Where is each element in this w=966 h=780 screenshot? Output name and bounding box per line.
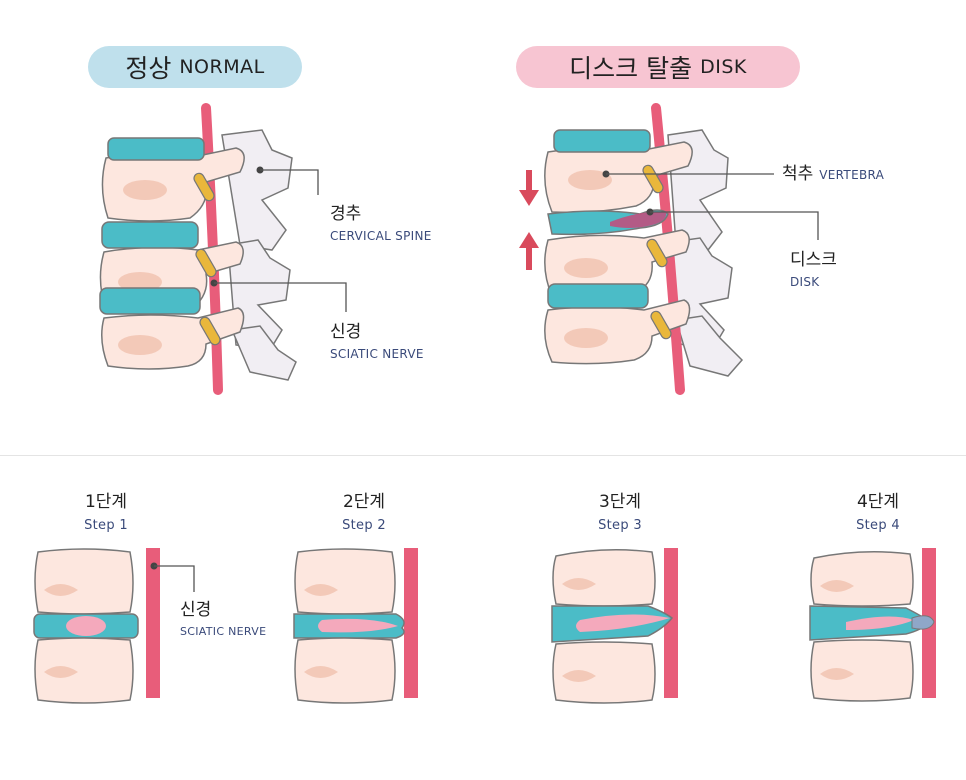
step-4-en: Step 4: [856, 518, 900, 533]
stage-vertebra-shade: [562, 670, 596, 682]
disk-leader-line: [650, 211, 819, 240]
stage-vertebra-shade: [820, 668, 854, 680]
stage-nerve-label: 신경 SCIATIC NERVE: [180, 600, 266, 639]
cervical-label-ko: 경추: [330, 204, 362, 224]
vertebra-label: 척추 VERTEBRA: [782, 164, 884, 185]
stage-nerve: [146, 548, 160, 698]
step-2-en: Step 2: [342, 518, 386, 533]
disk-title-ko: 디스크 탈출: [569, 54, 693, 83]
step-3-heading: 3단계 Step 3: [560, 487, 680, 533]
normal-spine: [99, 103, 347, 395]
disk-vertebra-shade: [564, 328, 608, 348]
normal-disc: [101, 221, 199, 249]
nerve-label-en: SCIATIC NERVE: [330, 347, 424, 362]
stage-lower-vertebra: [294, 637, 396, 704]
disk-facet-joint: [650, 310, 672, 340]
normal-facet-joint: [199, 316, 221, 346]
nerve-label: 신경 SCIATIC NERVE: [330, 322, 424, 362]
stage-nerve: [404, 548, 418, 698]
cervical-label-en: CERVICAL SPINE: [330, 229, 432, 244]
normal-vertebra-shade: [118, 335, 162, 355]
stage-lower-vertebra: [810, 639, 914, 702]
disk-spinous-process: [675, 315, 744, 377]
disk-vertebra-shade: [564, 258, 608, 278]
step-4-ko: 4단계: [856, 492, 900, 512]
stage-upper-vertebra: [810, 551, 914, 607]
stage-nerve: [664, 548, 678, 698]
step-1-ko: 1단계: [84, 492, 128, 512]
stage-nucleus: [576, 614, 670, 632]
normal-title-en: NORMAL: [179, 56, 265, 78]
normal-facet-joint: [193, 172, 215, 202]
disk-spine: [519, 103, 819, 395]
disk-vertebra-shade: [568, 170, 612, 190]
step-1-heading: 1단계 Step 1: [46, 487, 166, 533]
step-2-ko: 2단계: [342, 492, 386, 512]
stage-vertebra-shade: [304, 666, 338, 678]
normal-spinous-process: [230, 325, 297, 381]
nerve-leader-line: [214, 282, 347, 312]
normal-vertebra-shade: [123, 180, 167, 200]
stage-vertebra-shade: [820, 580, 854, 592]
step-3-en: Step 3: [598, 518, 642, 533]
section-divider: [0, 455, 966, 456]
normal-disc: [99, 287, 201, 315]
stage-upper-vertebra: [294, 548, 396, 615]
normal-vertebra: [101, 307, 245, 370]
disk-label-en: DISK: [790, 275, 820, 290]
normal-vertebra-shade: [118, 272, 162, 292]
disk-facet-joint: [642, 164, 664, 194]
disk-facet-joint: [646, 238, 668, 268]
step-2-heading: 2단계 Step 2: [304, 487, 424, 533]
compression-arrow-down-icon: [519, 170, 539, 206]
stage-nucleus: [846, 616, 914, 630]
stage-vertebra-shade: [562, 578, 596, 590]
normal-title-ko: 정상: [125, 54, 172, 83]
cervical-label: 경추 CERVICAL SPINE: [330, 204, 432, 244]
step-4-heading: 4단계 Step 4: [818, 487, 938, 533]
normal-title-pill: 정상 NORMAL: [88, 46, 302, 88]
normal-disc: [107, 137, 205, 161]
stage-1-illustration: [33, 548, 195, 704]
step-1-en: Step 1: [84, 518, 128, 533]
step-3-ko: 3단계: [598, 492, 642, 512]
compression-arrow-up-icon: [519, 232, 539, 270]
stage-2-illustration: [293, 548, 418, 704]
nerve-label-ko: 신경: [330, 322, 362, 342]
stage-nerve-leader-line: [154, 565, 195, 592]
cervical-leader-line: [260, 169, 319, 195]
stage-vertebra-shade: [44, 584, 78, 596]
stage-lower-vertebra: [552, 641, 656, 704]
disk-title-pill: 디스크 탈출 DISK: [516, 46, 800, 88]
disk-disc: [547, 283, 649, 309]
stage-upper-vertebra: [34, 548, 134, 615]
disk-disc: [553, 129, 651, 153]
stage-extrusion: [911, 615, 935, 630]
stage-vertebra-shade: [44, 666, 78, 678]
stage-vertebra-shade: [304, 584, 338, 596]
stage-nerve-label-ko: 신경: [180, 600, 212, 620]
stage-upper-vertebra: [552, 549, 656, 607]
stage-nucleus: [66, 616, 106, 636]
disk-label-ko: 디스크: [790, 250, 837, 270]
vertebra-label-ko: 척추: [782, 164, 814, 184]
vertebra-label-en: VERTEBRA: [819, 168, 885, 182]
normal-facet-joint: [195, 248, 217, 278]
stage-4-illustration: [809, 548, 936, 702]
stage-3-illustration: [551, 548, 678, 704]
stage-lower-vertebra: [34, 637, 134, 704]
herniation-bulge: [610, 211, 667, 228]
disk-title-en: DISK: [700, 56, 747, 78]
stage-nucleus: [318, 618, 398, 633]
stage-nerve-label-en: SCIATIC NERVE: [180, 625, 267, 639]
disk-label: 디스크 DISK: [790, 250, 837, 290]
